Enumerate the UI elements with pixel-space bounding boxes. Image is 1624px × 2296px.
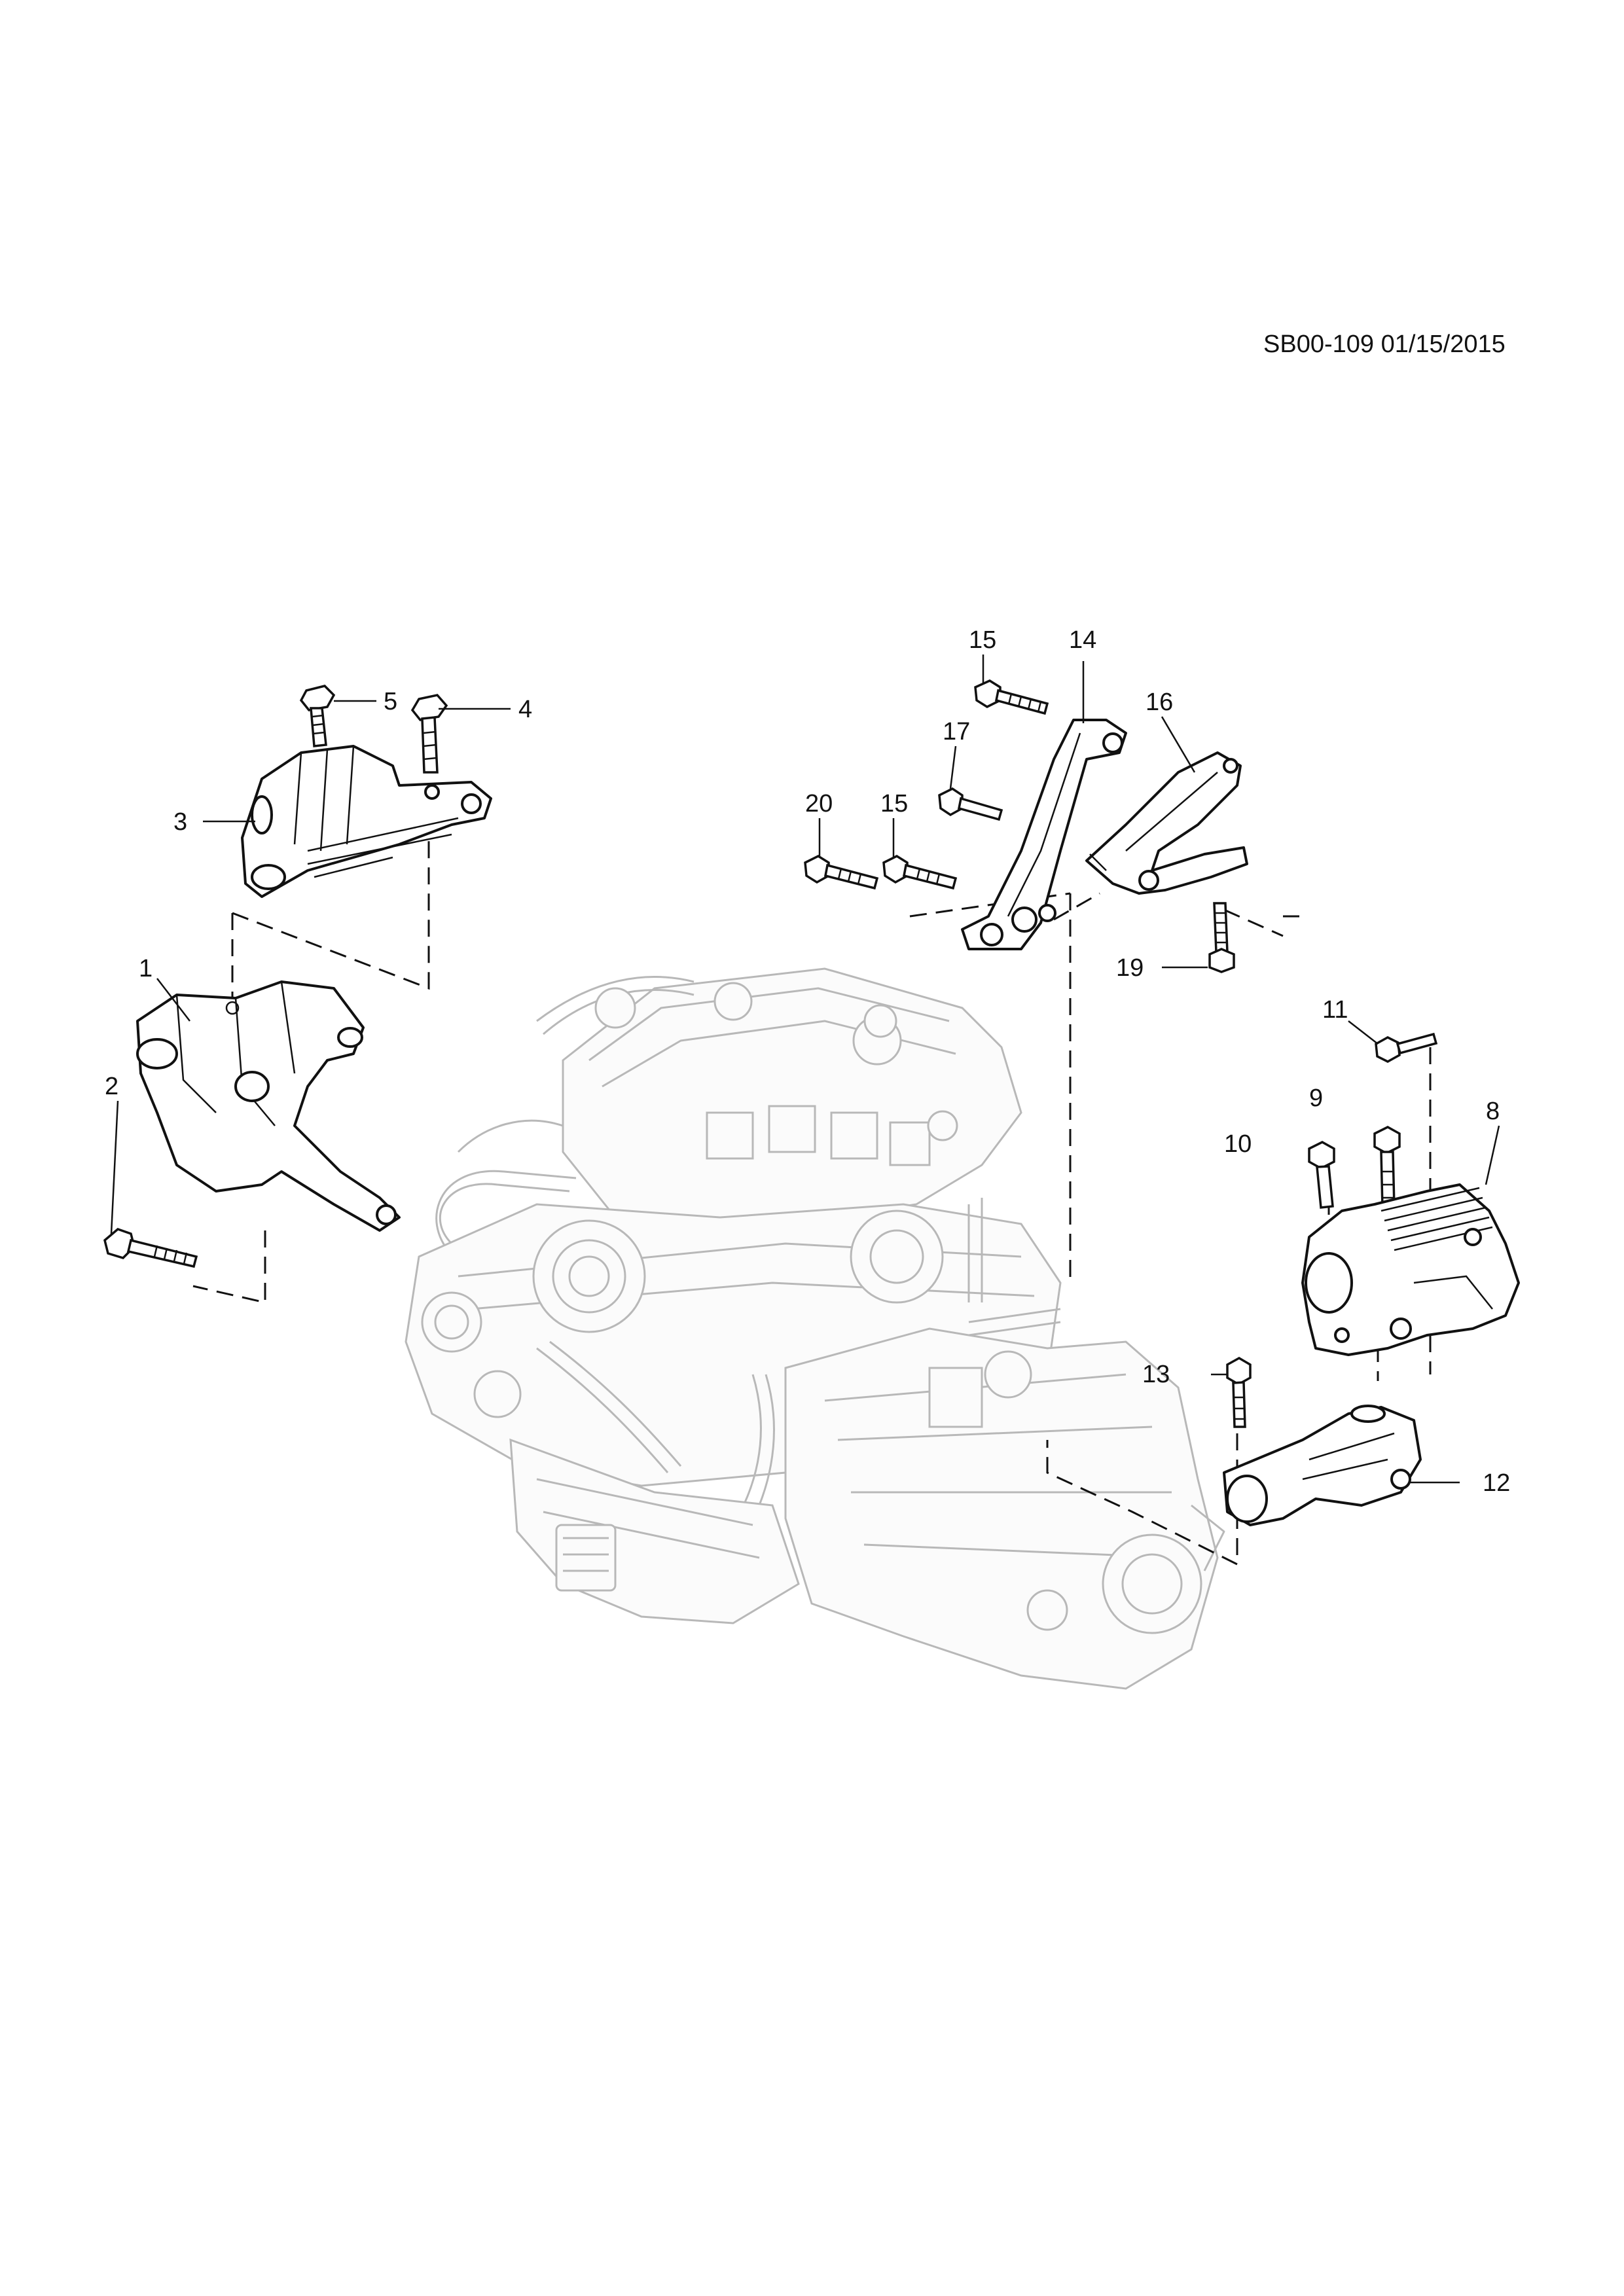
callout-8: 8 [1486, 1098, 1500, 1125]
callout-1: 1 [139, 955, 153, 982]
callout-10: 10 [1224, 1130, 1252, 1158]
diagram-reference-code: SB00-109 01/15/2015 [1263, 331, 1506, 358]
callout-15-middle: 15 [880, 790, 908, 817]
callout-15-upper: 15 [969, 626, 996, 654]
bolt-5[interactable] [299, 685, 336, 747]
callout-16: 16 [1146, 689, 1173, 716]
callout-4: 4 [518, 696, 532, 723]
bolt-17[interactable] [938, 787, 1003, 821]
bolt-10[interactable] [1308, 1141, 1335, 1209]
bolt-13[interactable] [1226, 1356, 1252, 1428]
callout-20: 20 [805, 790, 833, 817]
callout-14: 14 [1069, 626, 1096, 654]
callout-12: 12 [1483, 1469, 1510, 1497]
engine-transaxle-assembly [405, 967, 1225, 1690]
bolt-2[interactable] [103, 1228, 198, 1268]
bolt-15-upper[interactable] [974, 679, 1049, 715]
callout-11: 11 [1322, 996, 1348, 1024]
engine-mount-bracket-lower-left[interactable] [136, 980, 401, 1232]
callout-9: 9 [1309, 1085, 1323, 1112]
callout-labels: 1 2 3 4 5 8 9 10 11 12 13 14 15 15 16 17… [105, 626, 1510, 1497]
engine-mount-right-8[interactable] [1301, 1183, 1520, 1356]
callout-17: 17 [943, 718, 970, 745]
engine-mount-bracket-16[interactable] [1085, 751, 1248, 895]
bolt-9[interactable] [1373, 1126, 1401, 1209]
callout-5: 5 [384, 688, 397, 715]
bolt-20[interactable] [804, 854, 879, 890]
bolt-19[interactable] [1208, 902, 1235, 973]
bolt-11[interactable] [1375, 1032, 1438, 1063]
bolt-15-middle[interactable] [882, 854, 958, 890]
engine-mount-link-14[interactable] [961, 719, 1127, 950]
bolt-4[interactable] [410, 694, 448, 774]
callout-13: 13 [1142, 1361, 1170, 1388]
callout-3: 3 [173, 808, 187, 836]
engine-mount-lower-right-12[interactable] [1223, 1405, 1422, 1526]
callout-leaders [110, 655, 1500, 1484]
callout-2: 2 [105, 1073, 118, 1100]
callout-19: 19 [1116, 954, 1144, 982]
engine-mount-bracket-upper-left[interactable] [241, 745, 492, 898]
